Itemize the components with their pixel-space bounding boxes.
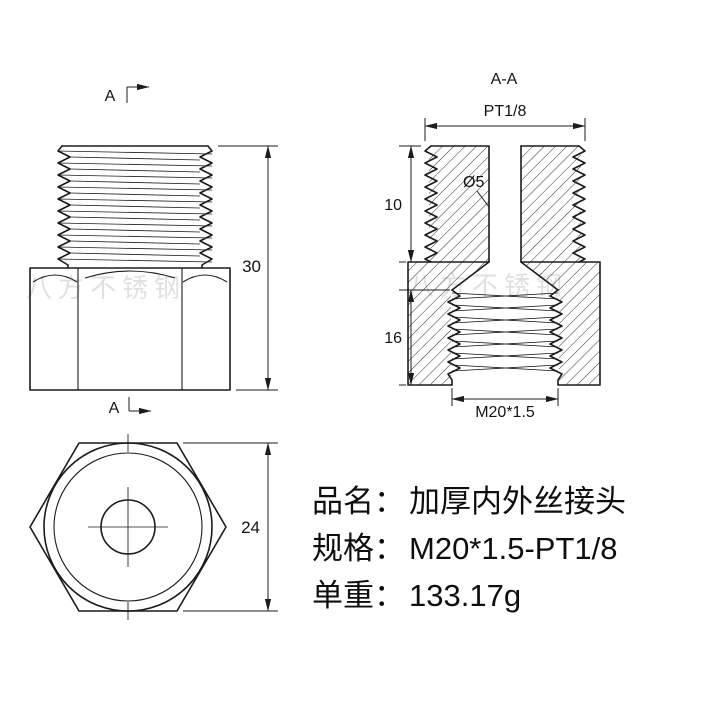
internal-thread-helix-lines-reverse: [451, 292, 559, 372]
section-mark-bottom: A: [109, 397, 152, 417]
hatch-region: [429, 146, 489, 262]
product-spec-row: 规格：M20*1.5-PT1/8: [312, 525, 626, 572]
product-weight-row: 单重：133.17g: [312, 572, 626, 619]
product-name-row: 品名：加厚内外丝接头: [312, 478, 626, 525]
product-name-label: 品名：: [312, 484, 405, 519]
thread-outline-left: [57, 145, 71, 269]
chamfer-circle: [53, 452, 203, 602]
section-view: A-A PT1/8 Ø5 10: [384, 71, 601, 421]
section-mark-top: A: [105, 83, 150, 105]
dim-height-label: 30: [242, 257, 261, 276]
hexagon-outline: [29, 442, 227, 612]
dim-lower-length: 16: [384, 289, 450, 386]
product-weight-value: 133.17g: [409, 578, 522, 613]
section-letter: A: [109, 400, 120, 417]
dim-top-thread-label: PT1/8: [484, 103, 527, 120]
dim-across-flats-label: 24: [241, 518, 260, 537]
dim-bottom-thread-label: M20*1.5: [475, 404, 535, 421]
countersink-cone: [451, 261, 559, 291]
dim-bore: Ø5: [463, 174, 490, 208]
centerline-cross: [88, 487, 168, 567]
section-view-title: A-A: [491, 71, 518, 88]
bore-walls: [488, 145, 522, 263]
dim-lower-length-label: 16: [384, 330, 402, 347]
hatch-region: [521, 146, 581, 262]
section-letter: A: [105, 88, 116, 105]
watermark-text: 八方不锈钢: [26, 273, 187, 303]
dim-bottom-thread: M20*1.5: [451, 388, 559, 421]
section-thread-right: [572, 145, 586, 263]
internal-thread-left: [447, 289, 461, 386]
dim-bore-label: Ø5: [463, 174, 484, 191]
product-info-block: 品名：加厚内外丝接头 规格：M20*1.5-PT1/8 单重：133.17g: [312, 478, 626, 619]
product-spec-label: 规格：: [312, 531, 405, 566]
hatch-region: [523, 262, 600, 385]
hex-facet-lines: [77, 268, 183, 390]
hex-chamfer-arcs: [32, 270, 228, 283]
product-name-value: 加厚内外丝接头: [409, 484, 626, 519]
thread-crest-lines: [57, 150, 213, 263]
hatch-region: [408, 262, 487, 385]
dim-upper-length: 10: [384, 145, 421, 263]
leader-line: [476, 190, 490, 208]
side-view: 30 A A: [29, 83, 278, 417]
section-thread-left: [424, 145, 438, 263]
dim-across-flats: 24: [183, 442, 278, 612]
internal-thread-right: [549, 289, 563, 386]
dim-top-thread: PT1/8: [424, 103, 586, 141]
dim-overall-height: 30: [218, 145, 278, 391]
product-weight-label: 单重：: [312, 578, 405, 613]
hex-body-outline: [29, 267, 231, 391]
product-spec-value: M20*1.5-PT1/8: [409, 531, 618, 566]
dim-upper-length-label: 10: [384, 197, 402, 214]
thread-root-lines: [69, 156, 201, 257]
top-view: 24: [29, 434, 278, 620]
